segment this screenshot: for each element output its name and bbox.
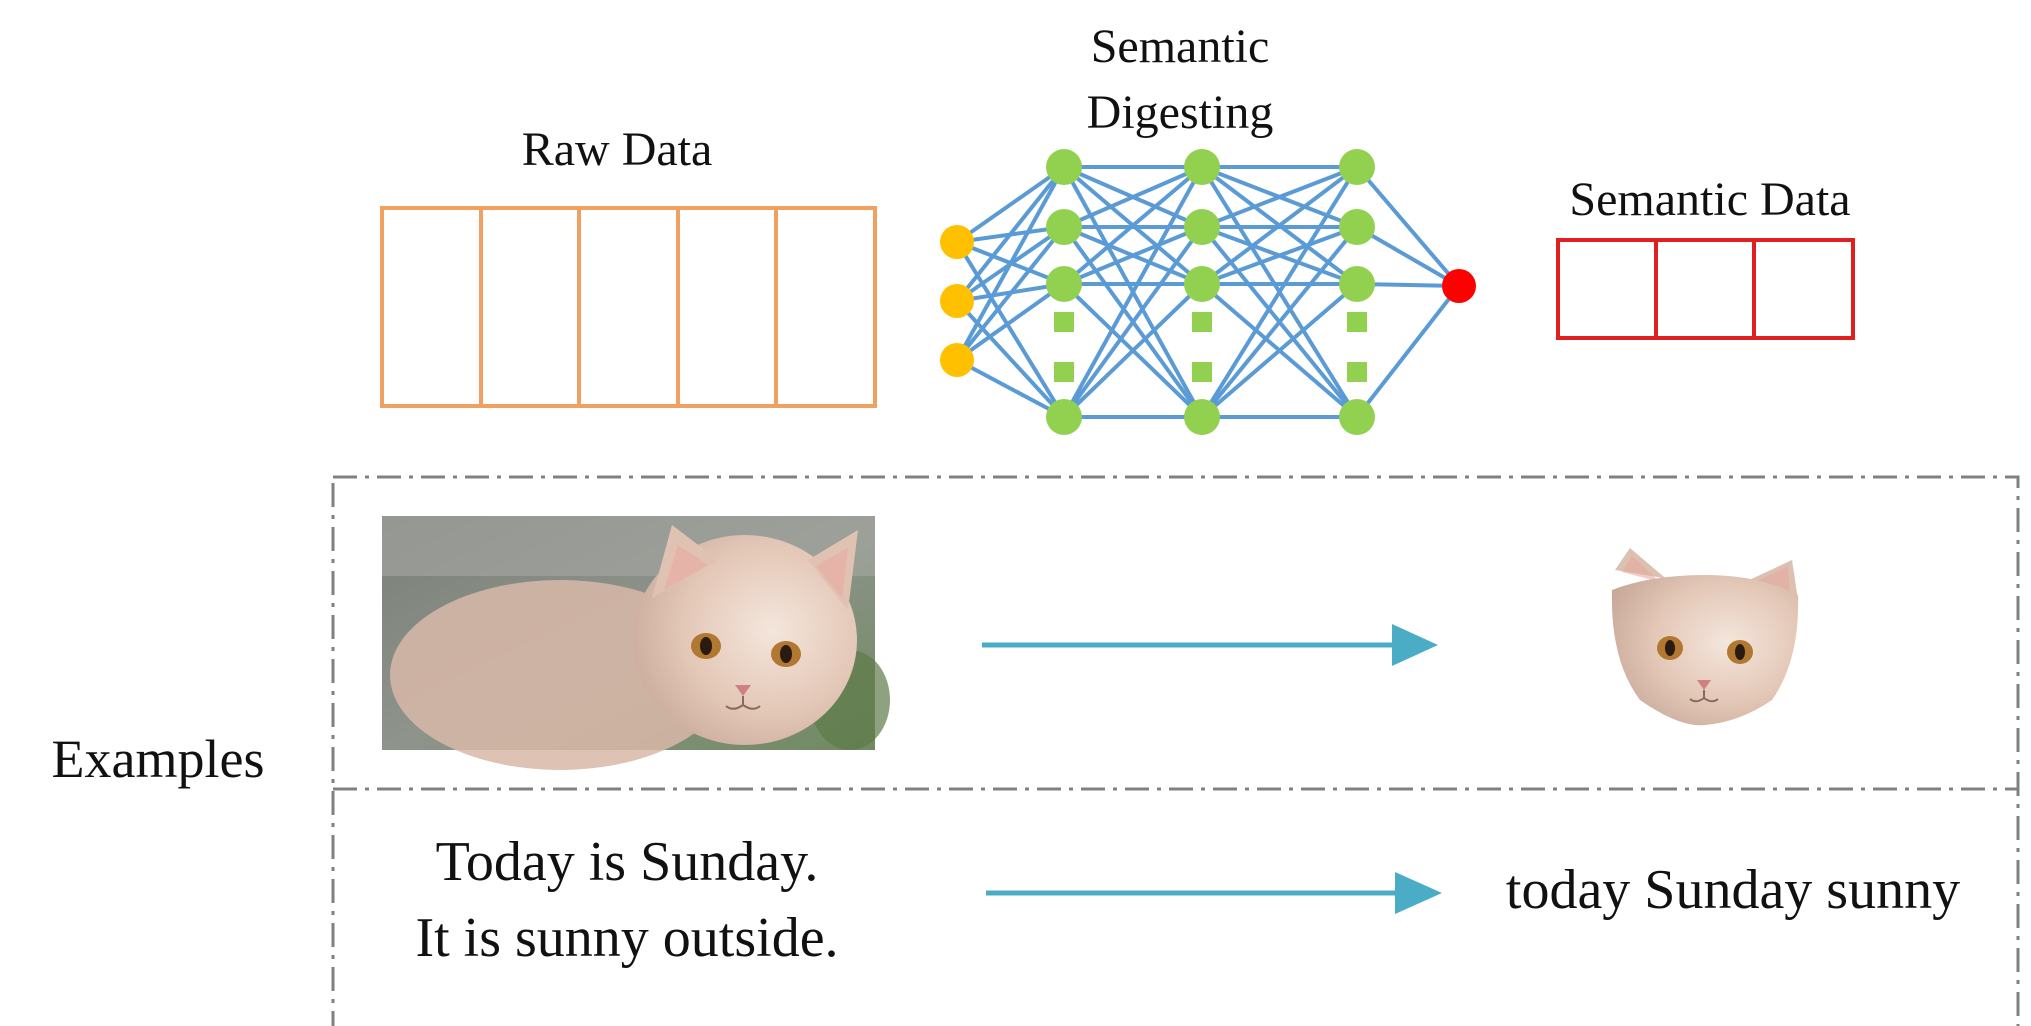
text-output: today Sunday sunny bbox=[1506, 859, 1960, 921]
network-edges bbox=[955, 165, 1461, 419]
hidden-node bbox=[1046, 266, 1082, 302]
text-example-arrow-icon bbox=[986, 872, 1442, 914]
network-edge bbox=[955, 166, 1066, 361]
network-edge bbox=[1200, 165, 1359, 286]
network-edge bbox=[1201, 225, 1358, 286]
network-edge bbox=[956, 358, 1065, 419]
text-input-line2: It is sunny outside. bbox=[415, 907, 838, 969]
hidden-node bbox=[1184, 149, 1220, 185]
hidden-node bbox=[1339, 399, 1375, 435]
hidden-node bbox=[1184, 399, 1220, 435]
hidden-node bbox=[1046, 209, 1082, 245]
input-node bbox=[940, 225, 974, 259]
hidden-node bbox=[1046, 399, 1082, 435]
network-edge bbox=[1062, 282, 1204, 419]
kitten-face-cutout-icon bbox=[1611, 548, 1799, 726]
semantic-digesting-label-line1: Semantic bbox=[1091, 20, 1270, 73]
network-ellipsis-dot bbox=[1192, 312, 1212, 332]
text-input-line1: Today is Sunday. bbox=[436, 831, 819, 893]
network-ellipsis-dot bbox=[1347, 312, 1367, 332]
input-node bbox=[940, 343, 974, 377]
neural-network-icon bbox=[940, 149, 1476, 435]
network-nodes bbox=[940, 149, 1476, 435]
network-edge bbox=[955, 282, 1066, 362]
network-ellipsis-dot bbox=[1192, 362, 1212, 382]
semantic-data-label: Semantic Data bbox=[1569, 173, 1850, 226]
hidden-node bbox=[1184, 266, 1220, 302]
raw-data-label: Raw Data bbox=[522, 123, 713, 176]
examples-frame bbox=[331, 475, 2020, 1026]
network-edge bbox=[1201, 165, 1358, 229]
network-edge bbox=[955, 225, 1066, 362]
hidden-node bbox=[1046, 149, 1082, 185]
network-edge bbox=[1355, 225, 1461, 288]
hidden-node bbox=[1339, 209, 1375, 245]
semantic-data-box bbox=[1556, 238, 1855, 340]
network-edge bbox=[955, 299, 1066, 419]
network-ellipsis-dot bbox=[1347, 362, 1367, 382]
raw-data-box bbox=[380, 206, 877, 408]
hidden-node bbox=[1339, 266, 1375, 302]
network-edge bbox=[1355, 284, 1461, 419]
hidden-node bbox=[1339, 149, 1375, 185]
hidden-node bbox=[1184, 209, 1220, 245]
input-node bbox=[940, 284, 974, 318]
network-ellipsis-dot bbox=[1054, 312, 1074, 332]
network-edge bbox=[1200, 282, 1359, 419]
network-edge bbox=[955, 165, 1066, 244]
network-edge bbox=[1062, 166, 1204, 418]
image-example-arrow-icon bbox=[982, 624, 1438, 666]
network-edge bbox=[1200, 225, 1359, 419]
network-edge bbox=[1200, 165, 1359, 419]
network-edge bbox=[1063, 165, 1203, 229]
network-ellipsis-dots bbox=[1054, 312, 1367, 382]
examples-label: Examples bbox=[52, 729, 265, 789]
kitten-photo-icon bbox=[382, 516, 890, 770]
semantic-digesting-label-line2: Digesting bbox=[1087, 86, 1274, 139]
network-edge bbox=[1062, 165, 1204, 286]
network-edge bbox=[1062, 225, 1204, 419]
network-ellipsis-dot bbox=[1054, 362, 1074, 382]
output-node bbox=[1442, 269, 1476, 303]
network-edge bbox=[1355, 165, 1461, 288]
network-edge bbox=[955, 240, 1066, 419]
network-edge bbox=[955, 165, 1066, 303]
network-edge bbox=[1063, 225, 1203, 286]
